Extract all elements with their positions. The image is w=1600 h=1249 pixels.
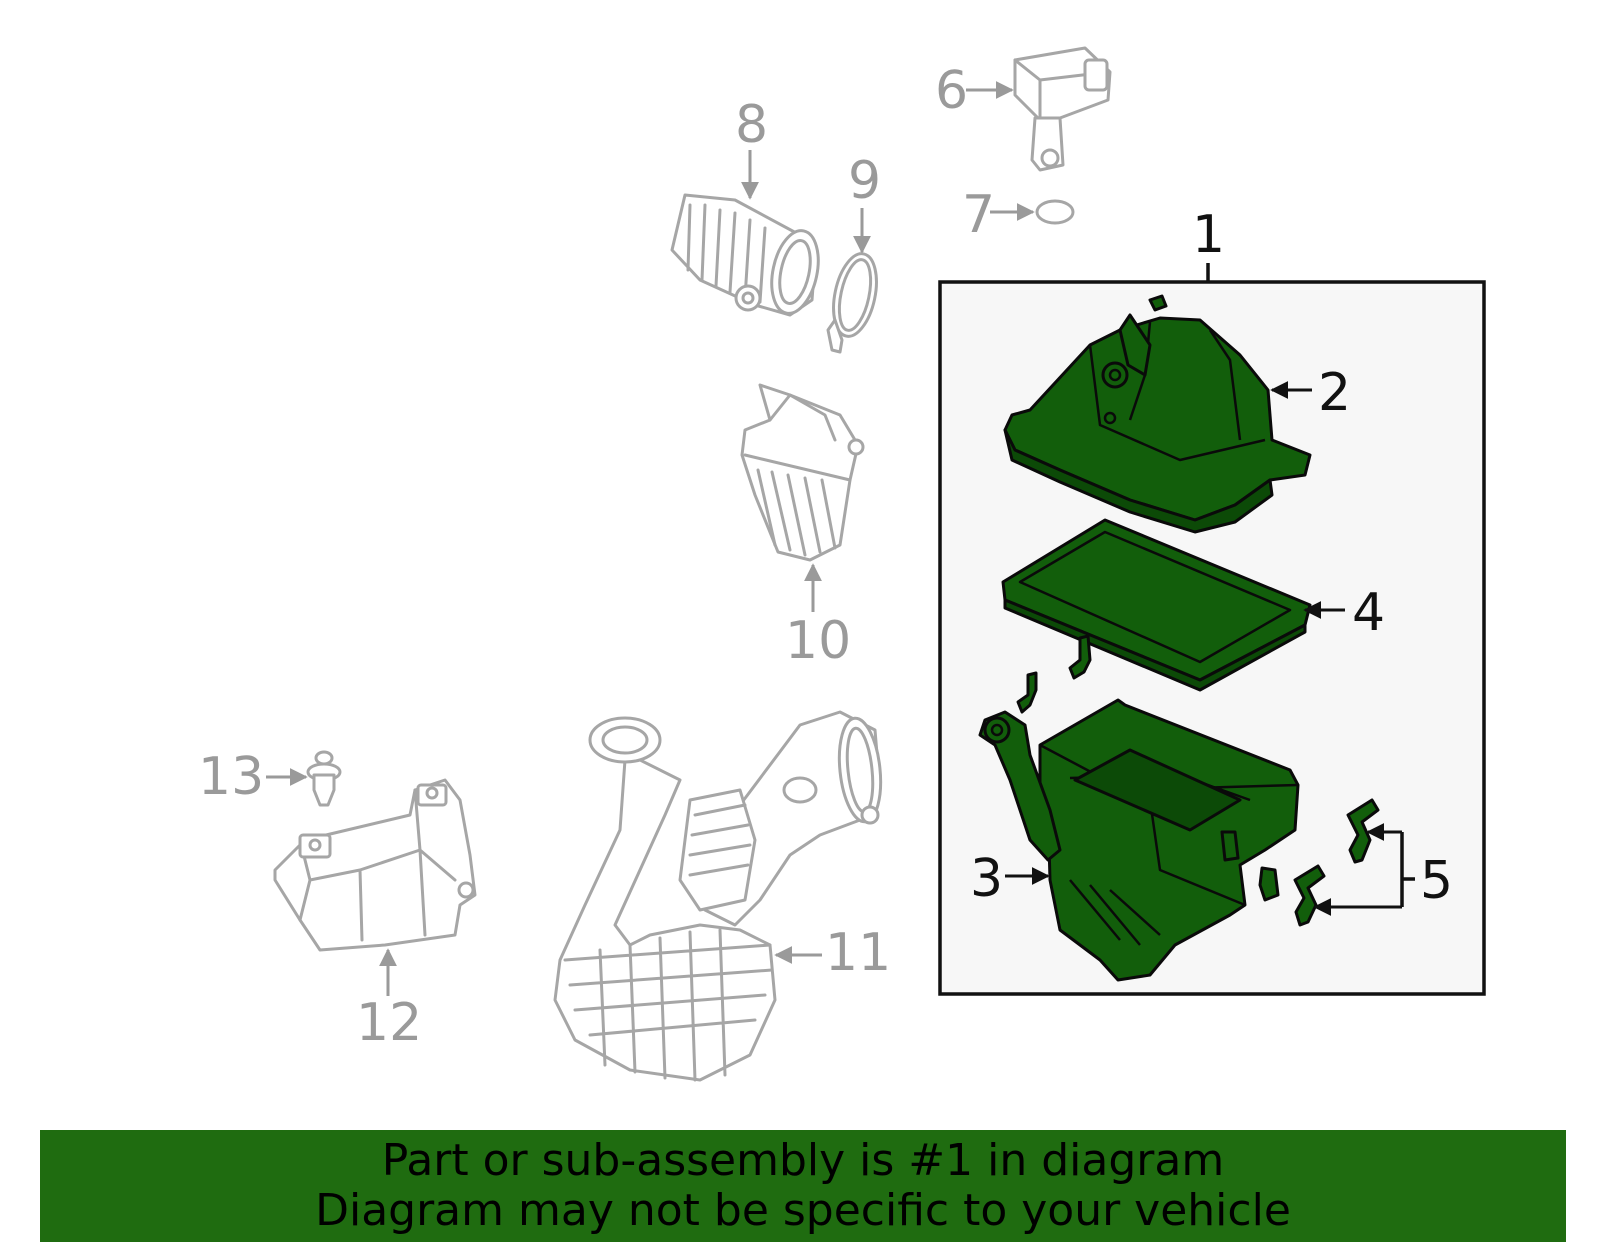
part-9-hose-clamp	[826, 252, 878, 354]
callout-9: 9	[848, 151, 881, 211]
banner-line-2: Diagram may not be specific to your vehi…	[315, 1185, 1291, 1236]
callout-5: 5	[1420, 851, 1453, 911]
part-11-air-duct	[553, 710, 883, 1082]
part-13-clip	[306, 750, 342, 807]
callout-7: 7	[962, 185, 995, 245]
callout-12: 12	[356, 993, 422, 1053]
callout-2: 2	[1318, 363, 1351, 423]
callout-8: 8	[735, 95, 768, 155]
part-2-housing-cover	[1003, 294, 1312, 534]
leader-5-bracket	[1400, 832, 1415, 907]
part-4-air-filter	[1001, 518, 1312, 692]
part-8-intake-hose	[670, 193, 820, 317]
callout-13: 13	[198, 747, 264, 807]
callout-3: 3	[970, 849, 1003, 909]
callout-4: 4	[1352, 583, 1385, 643]
part-5-clips	[1293, 798, 1380, 927]
callout-1: 1	[1192, 205, 1225, 265]
part-3-lower-housing	[978, 634, 1300, 982]
callout-11: 11	[825, 923, 891, 983]
part-10-resonator	[740, 383, 865, 562]
info-banner: Part or sub-assembly is #1 in diagram Di…	[40, 1130, 1566, 1242]
part-6-airflow-sensor	[1013, 46, 1112, 172]
callout-6: 6	[935, 61, 968, 121]
callout-10: 10	[785, 611, 851, 671]
banner-line-1: Part or sub-assembly is #1 in diagram	[381, 1135, 1225, 1186]
part-7-o-ring	[1035, 199, 1075, 225]
part-12-bracket	[273, 778, 477, 952]
